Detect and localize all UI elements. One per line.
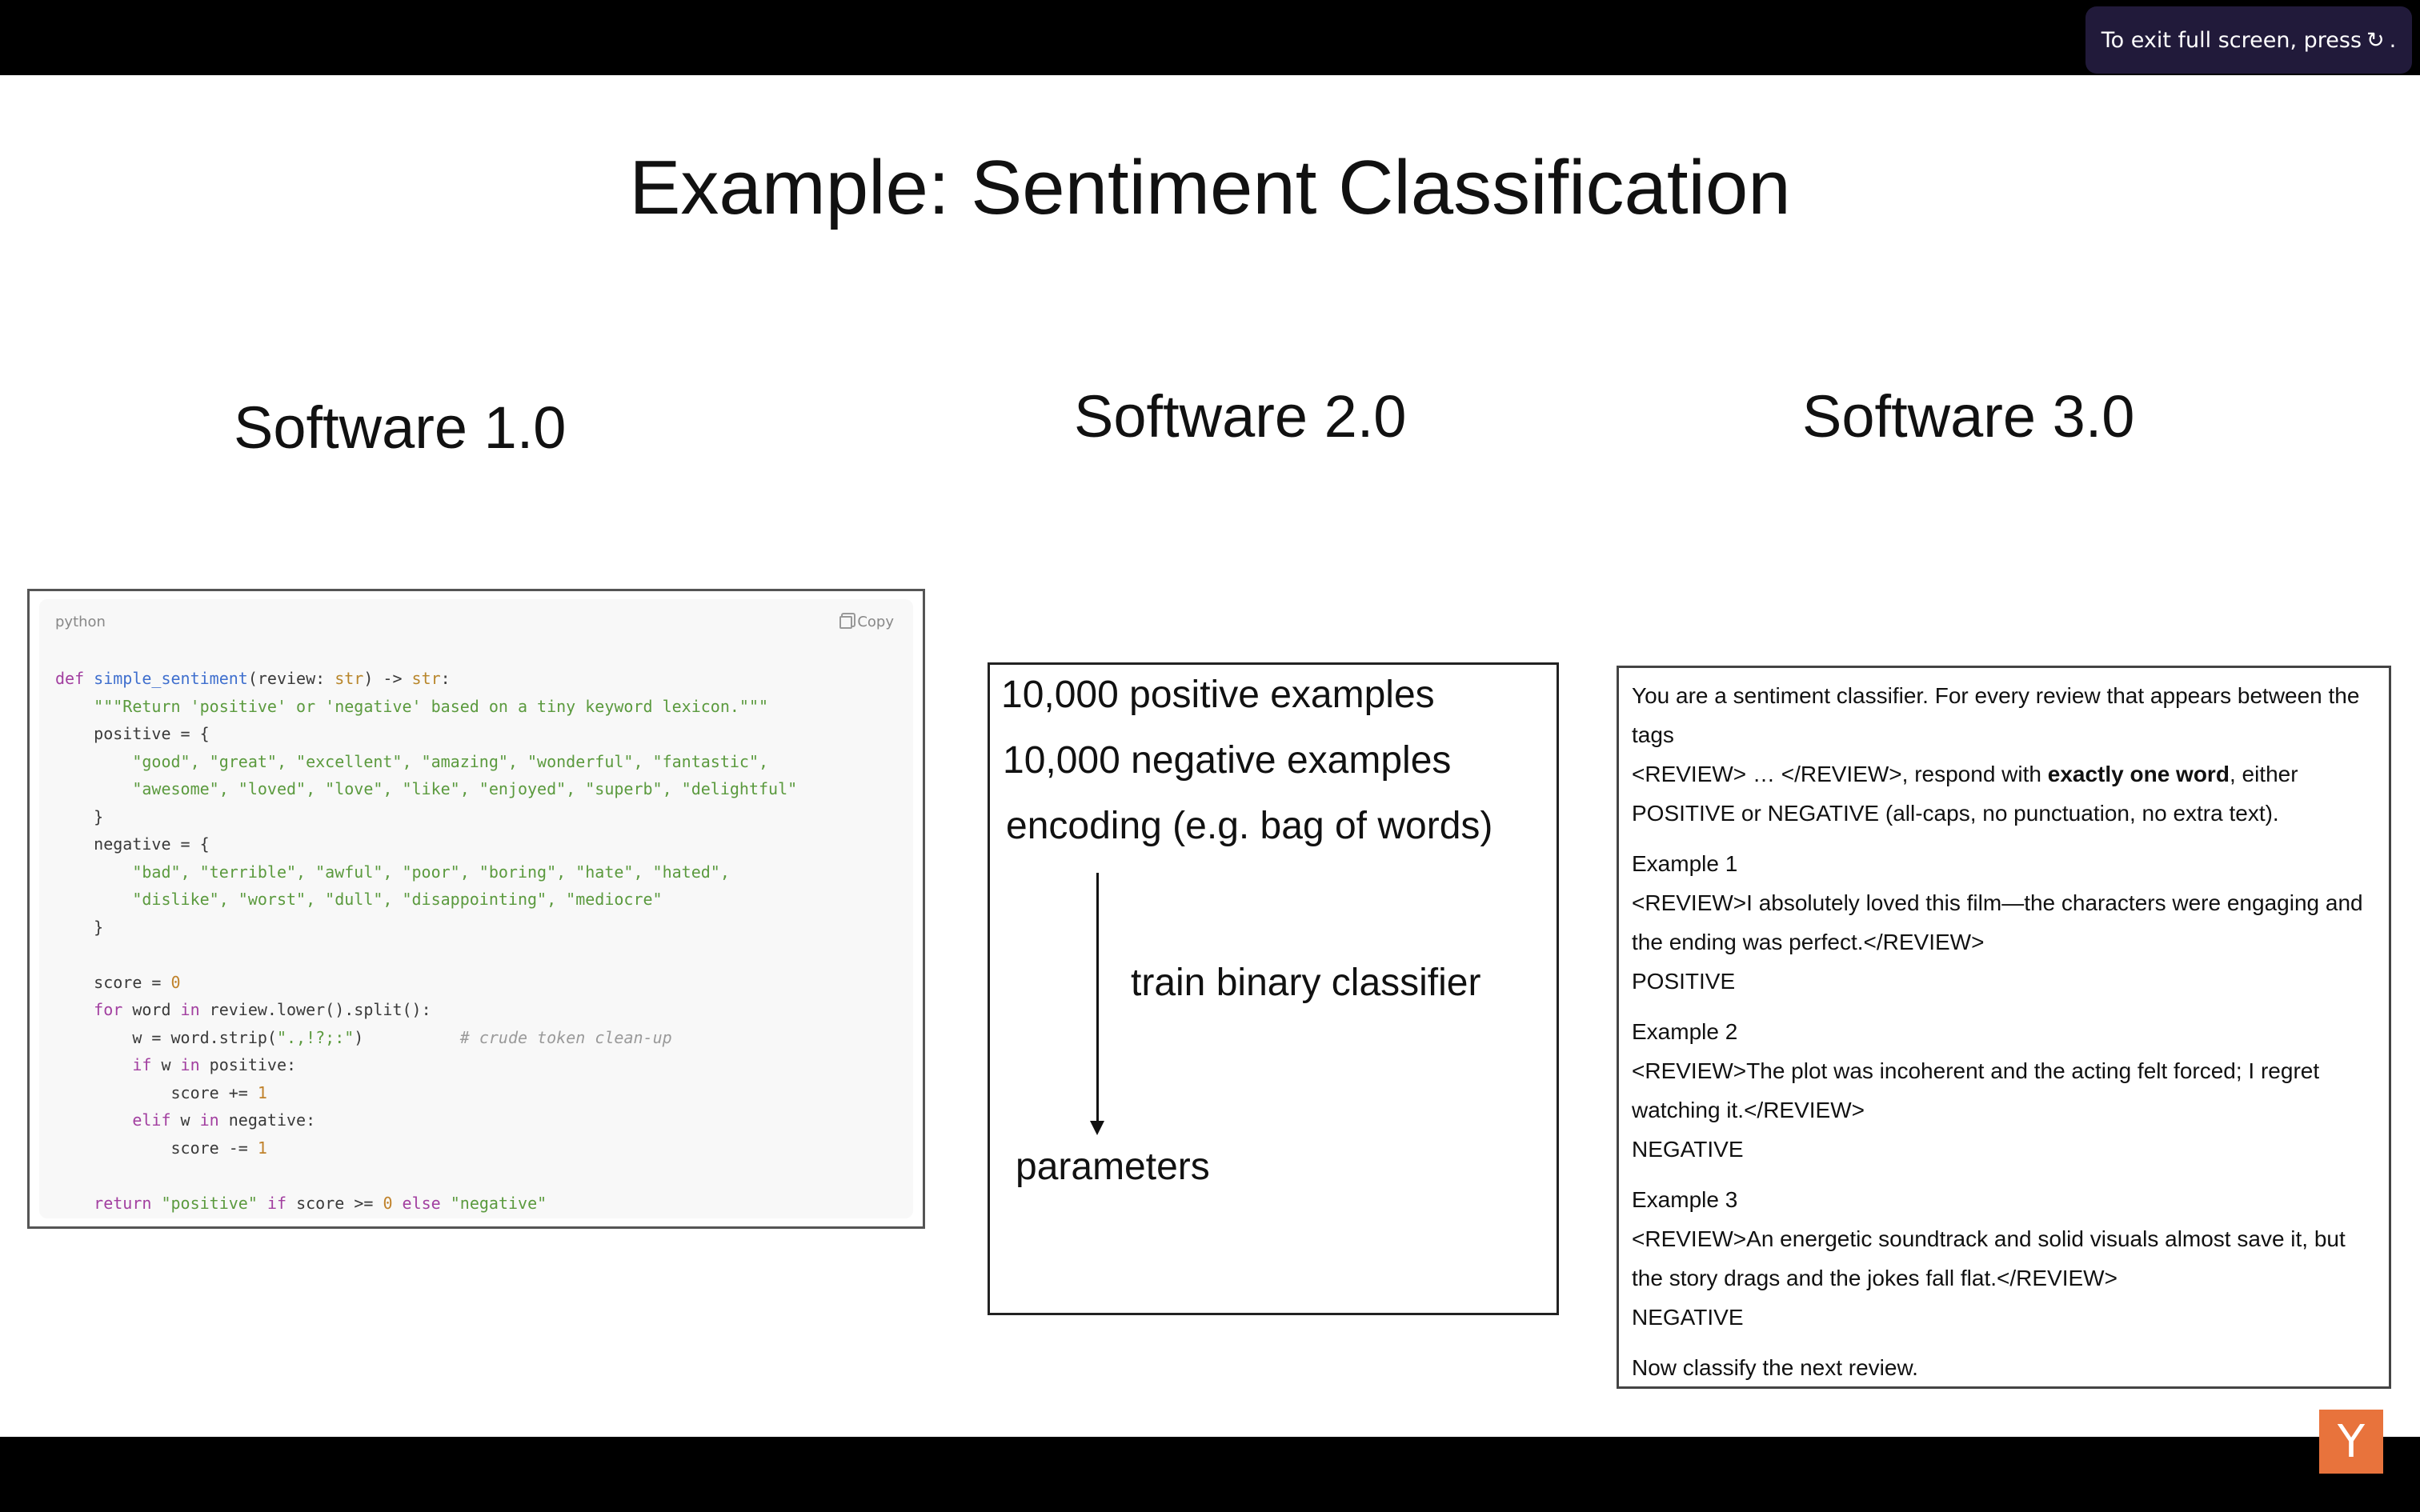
toast-text: To exit full screen, press: [2101, 27, 2362, 53]
column-heading-software-1: Software 1.0: [234, 394, 567, 461]
copy-icon: [839, 615, 853, 629]
training-arrow-line: [1096, 873, 1099, 1127]
toast-period: .: [2389, 27, 2397, 53]
negative-examples-text: 10,000 negative examples: [1003, 739, 1452, 782]
column-heading-software-2: Software 2.0: [1074, 383, 1407, 450]
prompt-intro: You are a sentiment classifier. For ever…: [1632, 683, 2360, 826]
positive-examples-text: 10,000 positive examples: [1001, 674, 1435, 716]
software-1-code-panel: python Copy def simple_sentiment(review:…: [27, 589, 925, 1229]
example-2: Example 2 <REVIEW>The plot was incoheren…: [1632, 1019, 2320, 1162]
column-heading-software-3: Software 3.0: [1802, 383, 2135, 450]
example-3: Example 3 <REVIEW>An energetic soundtrac…: [1632, 1187, 2346, 1330]
software-2-panel: 10,000 positive examples 10,000 negative…: [988, 662, 1559, 1315]
encoding-text: encoding (e.g. bag of words): [1006, 805, 1493, 847]
code-card: python Copy def simple_sentiment(review:…: [39, 599, 913, 1218]
slide-title: Example: Sentiment Classification: [629, 145, 1791, 230]
code-language-label: python: [55, 614, 106, 630]
train-classifier-label: train binary classifier: [1131, 962, 1481, 1004]
copy-button[interactable]: Copy: [839, 614, 894, 630]
y-logo-icon: Y: [2319, 1410, 2383, 1474]
parameters-text: parameters: [1016, 1146, 1210, 1188]
software-3-prompt-panel: You are a sentiment classifier. For ever…: [1617, 666, 2391, 1389]
code-block: def simple_sentiment(review: str) -> str…: [55, 669, 798, 1213]
arrow-down-icon: [1090, 1121, 1104, 1135]
copy-label: Copy: [857, 614, 894, 630]
prompt-outro: Now classify the next review.: [1632, 1355, 1918, 1380]
example-1: Example 1 <REVIEW>I absolutely loved thi…: [1632, 851, 2363, 994]
slide: Example: Sentiment Classification Softwa…: [0, 75, 2420, 1437]
refresh-icon: ↻: [2366, 27, 2385, 53]
exit-fullscreen-toast: To exit full screen, press ↻.: [2085, 6, 2412, 74]
